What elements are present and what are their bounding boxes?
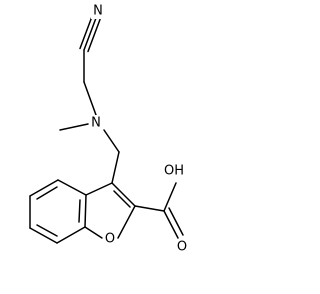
benzene-c3a-c4	[57, 179, 87, 196]
carbonyl-o-bg	[175, 239, 189, 255]
furan-c3-c3a-bond	[85, 182, 113, 196]
nitrile-triple-bond-3	[79, 15, 93, 50]
nitrile-n-label: N	[93, 4, 103, 19]
nitrile-triple-bond-2	[87, 18, 101, 53]
amine-n-label: N	[91, 116, 101, 131]
carboxyl-oh-bond	[163, 182, 177, 212]
benzene-inner-double-3	[36, 224, 58, 237]
carboxyl-co-double-2	[168, 207, 184, 236]
furan-c2-o-bond	[117, 205, 136, 239]
n-methyl-bond	[59, 123, 89, 131]
hydroxyl-label: OH	[164, 164, 184, 179]
benzene-c4-c5	[29, 179, 59, 197]
chain-bond-2	[83, 81, 97, 116]
furan-c3-c2-bond	[111, 182, 136, 207]
amine-n-bg	[89, 115, 103, 131]
benzene-c7-c7a	[56, 226, 86, 244]
carbonyl-o-label: O	[177, 240, 187, 255]
ch2-c3-bond	[111, 151, 120, 184]
benzene-inner-double-2	[36, 186, 58, 200]
furan-o-bg	[103, 231, 117, 247]
nitrile-n-bg	[91, 3, 104, 19]
benzene-inner-double-1	[78, 199, 81, 223]
benzene-c6-c7	[29, 227, 58, 244]
n-ch2-bond	[103, 129, 120, 153]
furan-o-label: O	[105, 232, 115, 247]
molecule-structure: N N O OH O	[29, 3, 189, 255]
c2-carboxyl-bond	[134, 205, 165, 212]
hydroxyl-bg	[163, 163, 187, 179]
benzene-c3a-c7a	[84, 194, 87, 228]
nitrile-triple-bond-1	[83, 17, 97, 51]
carboxyl-co-double-1	[163, 210, 179, 239]
furan-c3-c2-double	[113, 190, 131, 208]
furan-o-c7a-bond	[84, 226, 103, 239]
